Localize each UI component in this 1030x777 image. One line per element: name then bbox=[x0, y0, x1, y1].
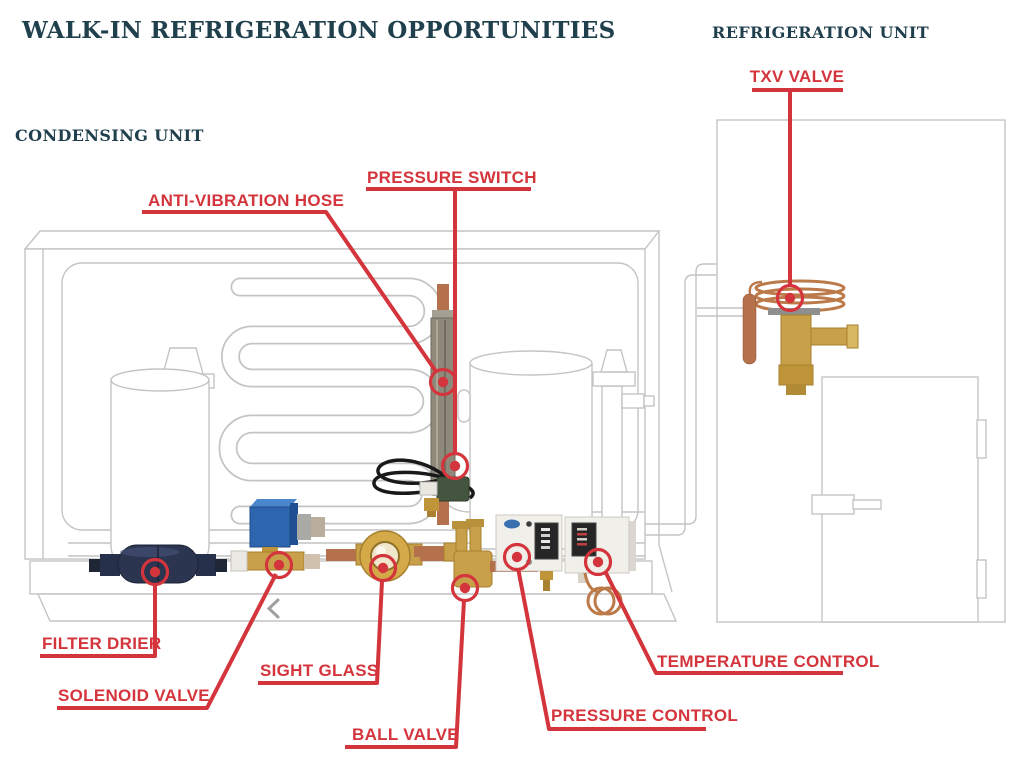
leader-filter-drier bbox=[40, 584, 157, 658]
marker-temperature-control bbox=[583, 547, 613, 577]
door-latch bbox=[811, 494, 855, 515]
condensing-unit-drawing bbox=[23, 230, 678, 622]
unit-skirt bbox=[36, 593, 678, 622]
leader-pressure-switch bbox=[366, 187, 531, 454]
callout-markers bbox=[140, 283, 805, 603]
chevron-left-icon[interactable] bbox=[266, 598, 280, 619]
leader-sight-glass bbox=[258, 580, 384, 685]
marker-ball-valve bbox=[450, 573, 480, 603]
callout-ball-valve: BALL VALVE bbox=[352, 725, 459, 744]
refrigeration-unit-drawing bbox=[716, 119, 1006, 623]
leader-pressure-control bbox=[516, 567, 706, 731]
pressure-switch-part bbox=[372, 458, 475, 517]
callout-pressure-control: PRESSURE CONTROL bbox=[551, 706, 738, 725]
callout-pressure-switch: PRESSURE SWITCH bbox=[367, 168, 537, 187]
leader-anti-vibration-hose bbox=[142, 210, 439, 375]
callout-temperature-control: TEMPERATURE CONTROL bbox=[657, 652, 880, 671]
marker-anti-vibration-hose bbox=[428, 367, 458, 397]
marker-sight-glass bbox=[368, 553, 398, 583]
door-hinge-top bbox=[976, 419, 987, 459]
marker-filter-drier bbox=[140, 557, 170, 587]
callout-solenoid-valve: SOLENOID VALVE bbox=[58, 686, 210, 705]
callout-sight-glass: SIGHT GLASS bbox=[260, 661, 379, 680]
leader-txv-valve bbox=[752, 88, 843, 286]
compressor-cylinder bbox=[457, 350, 593, 550]
marker-solenoid-valve bbox=[264, 550, 294, 580]
callout-txv-valve: TXV VALVE bbox=[750, 67, 845, 86]
section-label-refrigeration-unit: REFRIGERATION UNIT bbox=[712, 23, 929, 42]
page-title: WALK-IN REFRIGERATION OPPORTUNITIES bbox=[21, 17, 616, 44]
receiver-cylinder bbox=[110, 368, 210, 562]
leader-temperature-control bbox=[604, 572, 843, 675]
callout-leaders bbox=[40, 88, 843, 749]
service-valve-right bbox=[592, 349, 655, 544]
solenoid-valve-part bbox=[230, 499, 325, 572]
marker-pressure-switch bbox=[440, 451, 470, 481]
marker-txv-valve bbox=[775, 283, 805, 313]
refrigerant-lines bbox=[632, 263, 746, 536]
filter-drier-part bbox=[89, 544, 227, 584]
callout-anti-vibration-hose: ANTI-VIBRATION HOSE bbox=[148, 191, 344, 210]
door-handle bbox=[852, 499, 882, 510]
leader-solenoid-valve bbox=[57, 573, 278, 710]
callout-filter-drier: FILTER DRIER bbox=[42, 634, 161, 653]
door-hinge-bottom bbox=[976, 559, 987, 599]
marker-pressure-control bbox=[502, 542, 532, 572]
section-label-condensing-unit: CONDENSING UNIT bbox=[15, 126, 204, 145]
leader-ball-valve bbox=[345, 599, 466, 749]
